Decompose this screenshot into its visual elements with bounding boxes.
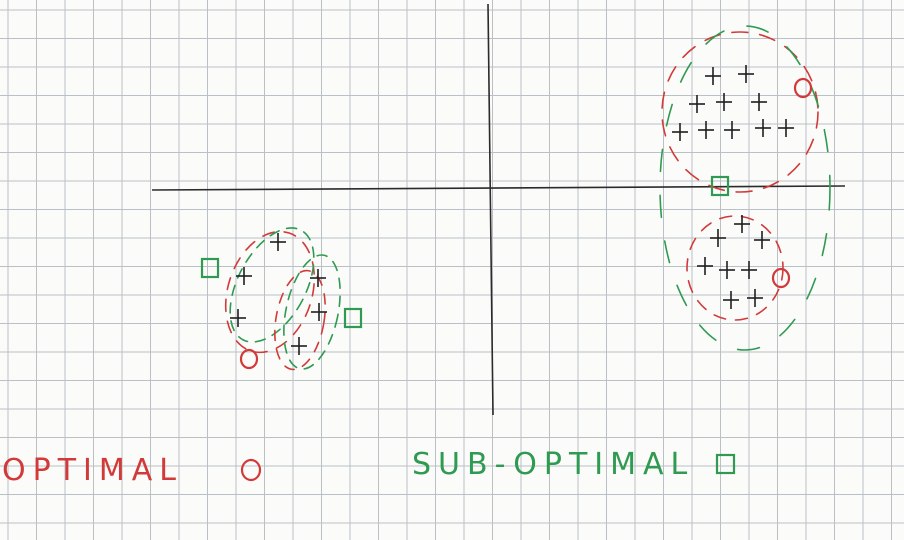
data-point-plus xyxy=(230,309,246,327)
axes xyxy=(151,3,846,416)
data-points xyxy=(230,65,794,355)
data-point-plus xyxy=(311,303,327,321)
y-axis xyxy=(487,3,494,416)
data-point-plus xyxy=(724,121,740,139)
optimal-cluster-boundary xyxy=(274,269,326,371)
data-point-plus xyxy=(710,229,726,247)
suboptimal-cluster-boundary xyxy=(659,25,831,351)
data-point-plus xyxy=(741,261,757,279)
optimal-center-circle-icon xyxy=(793,77,813,99)
cluster-centers xyxy=(200,77,813,370)
data-point-plus xyxy=(236,267,252,285)
legend-optimal-text: OPTIMAL xyxy=(2,453,183,488)
optimal-center-circle-icon xyxy=(239,348,259,370)
suboptimal-center-square-icon xyxy=(200,257,220,279)
data-point-plus xyxy=(689,95,705,113)
suboptimal-cluster-boundary xyxy=(229,227,315,343)
data-point-plus xyxy=(270,233,286,251)
data-point-plus xyxy=(672,123,688,141)
suboptimal-square-icon xyxy=(715,453,735,475)
data-point-plus xyxy=(755,119,771,137)
data-point-plus xyxy=(310,269,326,287)
optimal-circle-icon xyxy=(240,458,261,482)
legend-suboptimal-text: SUB-OPTIMAL xyxy=(412,447,695,482)
optimal-cluster-boundary xyxy=(661,31,819,193)
suboptimal-center-square-icon xyxy=(710,175,730,197)
optimal-center-circle-icon xyxy=(771,267,791,289)
data-point-plus xyxy=(738,65,754,83)
x-axis xyxy=(151,185,846,191)
optimal-cluster-boundary xyxy=(224,230,316,354)
data-point-plus xyxy=(754,231,770,249)
data-point-plus xyxy=(697,257,713,275)
data-point-plus xyxy=(751,93,767,111)
data-point-plus xyxy=(723,291,739,309)
data-point-plus xyxy=(716,93,732,111)
data-point-plus xyxy=(747,289,763,307)
cluster-boundaries xyxy=(224,25,831,371)
suboptimal-center-square-icon xyxy=(343,307,363,329)
data-point-plus xyxy=(734,215,750,233)
data-point-plus xyxy=(698,121,714,139)
optimal-cluster-boundary xyxy=(686,215,784,321)
data-point-plus xyxy=(778,119,794,137)
legend-optimal: OPTIMAL xyxy=(2,456,264,486)
suboptimal-cluster-boundary xyxy=(283,254,341,370)
data-point-plus xyxy=(291,337,307,355)
data-point-plus xyxy=(705,67,721,85)
data-point-plus xyxy=(719,261,735,279)
legend-suboptimal: SUB-OPTIMAL xyxy=(412,450,739,480)
